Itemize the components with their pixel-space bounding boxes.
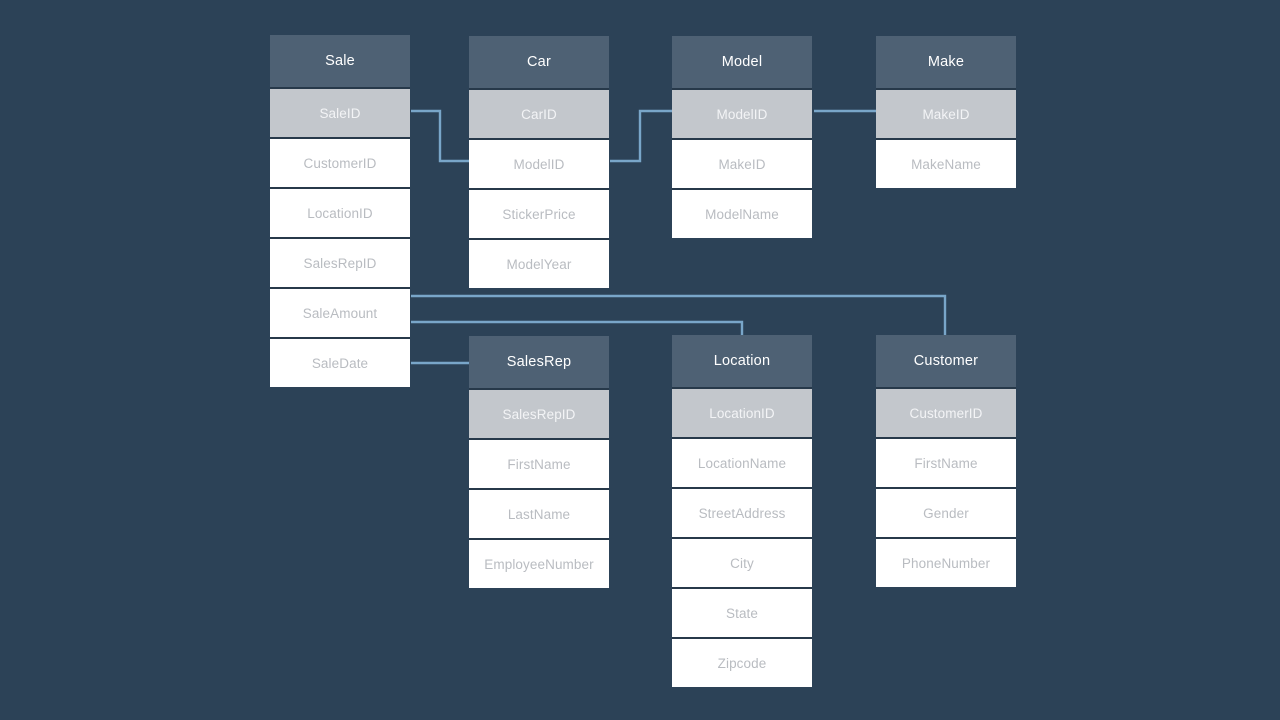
relationship-line-sale-car	[411, 109, 469, 163]
entity-title-model: Model	[672, 36, 812, 88]
field-customer-phonenumber[interactable]: PhoneNumber	[876, 537, 1016, 587]
field-sale-salesrepid[interactable]: SalesRepID	[270, 237, 410, 287]
field-sale-saleamount[interactable]: SaleAmount	[270, 287, 410, 337]
entity-title-make: Make	[876, 36, 1016, 88]
field-sale-saledate[interactable]: SaleDate	[270, 337, 410, 387]
entity-title-customer: Customer	[876, 335, 1016, 387]
field-location-state[interactable]: State	[672, 587, 812, 637]
field-location-city[interactable]: City	[672, 537, 812, 587]
field-make-makename[interactable]: MakeName	[876, 138, 1016, 188]
field-car-modelid[interactable]: ModelID	[469, 138, 609, 188]
field-sale-customerid[interactable]: CustomerID	[270, 137, 410, 187]
field-sale-locationid[interactable]: LocationID	[270, 187, 410, 237]
primary-key-field-sale-saleid[interactable]: SaleID	[270, 87, 410, 137]
relationship-line-sale-location	[411, 320, 744, 336]
field-car-stickerprice[interactable]: StickerPrice	[469, 188, 609, 238]
field-salesrep-lastname[interactable]: LastName	[469, 488, 609, 538]
field-salesrep-firstname[interactable]: FirstName	[469, 438, 609, 488]
primary-key-field-model-modelid[interactable]: ModelID	[672, 88, 812, 138]
primary-key-field-car-carid[interactable]: CarID	[469, 88, 609, 138]
field-location-zipcode[interactable]: Zipcode	[672, 637, 812, 687]
primary-key-field-salesrep-salesrepid[interactable]: SalesRepID	[469, 388, 609, 438]
relationship-line-car-model	[610, 109, 672, 163]
entity-title-location: Location	[672, 335, 812, 387]
primary-key-field-customer-customerid[interactable]: CustomerID	[876, 387, 1016, 437]
entity-title-sale: Sale	[270, 35, 410, 87]
field-location-locationname[interactable]: LocationName	[672, 437, 812, 487]
field-car-modelyear[interactable]: ModelYear	[469, 238, 609, 288]
primary-key-field-location-locationid[interactable]: LocationID	[672, 387, 812, 437]
field-salesrep-employeenumber[interactable]: EmployeeNumber	[469, 538, 609, 588]
field-model-modelname[interactable]: ModelName	[672, 188, 812, 238]
entity-title-car: Car	[469, 36, 609, 88]
field-customer-firstname[interactable]: FirstName	[876, 437, 1016, 487]
field-location-streetaddress[interactable]: StreetAddress	[672, 487, 812, 537]
field-model-makeid[interactable]: MakeID	[672, 138, 812, 188]
primary-key-field-make-makeid[interactable]: MakeID	[876, 88, 1016, 138]
field-customer-gender[interactable]: Gender	[876, 487, 1016, 537]
entity-title-salesrep: SalesRep	[469, 336, 609, 388]
relationship-line-sale-customer	[411, 294, 947, 336]
